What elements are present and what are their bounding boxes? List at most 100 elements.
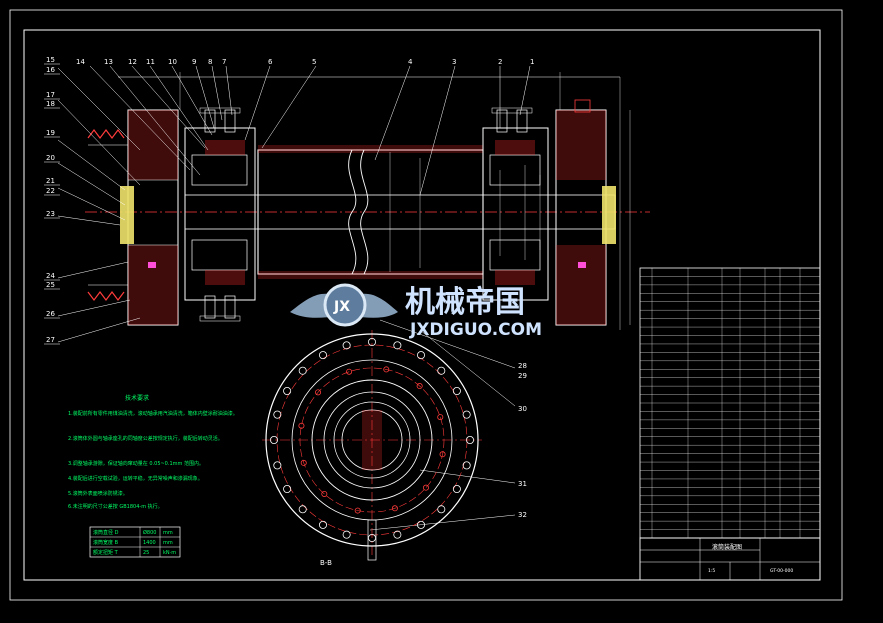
part-number-label: 21 [46, 177, 55, 185]
bolt-hole [321, 490, 328, 497]
bolt-hole [393, 530, 402, 539]
scale-label: 1:5 [708, 568, 715, 574]
bolt-hole [437, 414, 444, 421]
notes-title: 技术要求 [125, 394, 149, 402]
part-number-label: 31 [518, 480, 527, 488]
part-number-label: 27 [46, 336, 55, 344]
bolt-hole [300, 459, 307, 466]
param-row-2-name: 滚筒宽度 B [93, 539, 119, 546]
bolt-hole [383, 366, 390, 373]
bolt-hole [422, 484, 429, 491]
part-number-label: 19 [46, 129, 55, 137]
outer-bolt-circle [269, 337, 474, 543]
notes-line-6: 6.未注明的尺寸公差按 GB1804-m 执行。 [68, 503, 163, 510]
outer-frame [9, 9, 843, 601]
bolt-hole [346, 368, 353, 375]
longitudinal-section [85, 72, 650, 330]
bolt-hole [462, 410, 471, 419]
bolt-hole [283, 484, 292, 493]
part-number-label: 17 [46, 91, 55, 99]
part-number-label: 3 [452, 58, 456, 66]
part-number-label: 26 [46, 310, 55, 318]
part-number-label: 10 [168, 58, 177, 66]
bolt-hole [452, 386, 461, 395]
notes-line-1: 1.装配前所有零件用煤油清洗，滚动轴承用汽油清洗，箱体内壁涂耐油油漆。 [68, 410, 238, 417]
bolt-hole [367, 534, 376, 543]
bolt-hole [416, 520, 425, 529]
part-number-label: 28 [518, 362, 527, 370]
bolt-hole [342, 341, 351, 350]
bolt-hole [439, 451, 446, 458]
param-row-3-value: 25 [143, 550, 149, 556]
end-view [262, 330, 482, 561]
notes-line-2: 2.滚筒体外圆与轴承座孔的同轴度公差按规定执行，装配后转动灵活。 [68, 435, 223, 442]
param-row-1-value: Ø800 [143, 529, 156, 536]
param-row-3-name: 额定扭矩 T [93, 549, 119, 556]
leader-lines [57, 65, 531, 531]
part-number-label: 8 [208, 58, 212, 66]
part-number-label: 20 [46, 154, 55, 162]
part-number-label: 4 [408, 58, 413, 66]
part-number-label: 1 [530, 58, 534, 66]
part-number-label: 2 [498, 58, 502, 66]
part-number-label: 12 [128, 58, 137, 66]
part-number-label: 16 [46, 66, 55, 74]
inner-bolt-circle [298, 366, 446, 514]
param-row-2-value: 1400 [143, 540, 156, 546]
site-logo: JX 机械帝国 JXDIGUO.COM [290, 283, 542, 340]
section-label: B-B [320, 559, 332, 567]
bolt-hole [342, 530, 351, 539]
bolt-hole [437, 366, 446, 375]
param-row-2-unit: mm [163, 540, 173, 546]
bolt-hole [298, 505, 307, 514]
bolt-hole [318, 351, 327, 360]
bolt-hole [462, 461, 471, 470]
notes-line-4: 4.装配后进行空载试验，运转平稳，无异常噪声和渗漏现象。 [68, 475, 203, 482]
bolt-hole [465, 435, 474, 444]
bolt-hole [315, 389, 322, 396]
drawing-title: 滚筒装配图 [712, 543, 742, 551]
notes-line-5: 5.滚筒外表面喷涂防锈漆。 [68, 490, 128, 497]
part-number-label: 23 [46, 210, 55, 218]
bolt-hole [437, 505, 446, 514]
param-row-1-unit: mm [163, 530, 173, 536]
param-row-1-name: 滚筒直径 D [93, 529, 119, 536]
part-number-label: 5 [312, 58, 316, 66]
bolt-hole [318, 520, 327, 529]
bolt-hole [416, 383, 423, 390]
part-number-label: 6 [268, 58, 273, 66]
drawing-number: GT-00-000 [770, 568, 793, 574]
part-number-label: 7 [222, 58, 226, 66]
technical-notes: 技术要求 1.装配前所有零件用煤油清洗，滚动轴承用汽油清洗，箱体内壁涂耐油油漆。… [68, 394, 238, 510]
logo-chinese-name: 机械帝国 [405, 285, 525, 320]
bolt-hole [273, 461, 282, 470]
bolt-hole [298, 422, 305, 429]
bolt-hole [393, 341, 402, 350]
logo-mark: JX [333, 299, 350, 315]
bolt-hole [354, 507, 361, 514]
part-number-label: 15 [46, 56, 55, 64]
part-number-label: 24 [46, 272, 55, 280]
part-number-label: 13 [104, 58, 113, 66]
title-block: 滚筒装配图 1:5 GT-00-000 [639, 537, 821, 581]
part-number-label: 22 [46, 187, 55, 195]
parts-list [639, 267, 821, 539]
part-labels-top: 14 13 12 11 10 9 8 7 6 5 4 3 2 1 [76, 58, 534, 66]
bolt-hole [298, 366, 307, 375]
bolt-hole [452, 484, 461, 493]
part-number-label: 14 [76, 58, 85, 66]
part-number-label: 32 [518, 511, 527, 519]
part-number-label: 30 [518, 405, 527, 413]
bolt-hole [269, 435, 278, 444]
bolt-hole [391, 505, 398, 512]
notes-line-3: 3.调整轴承游隙，保证轴向窜动量在 0.05~0.1mm 范围内。 [68, 460, 204, 467]
part-number-label: 11 [146, 58, 155, 66]
part-number-label: 9 [192, 58, 196, 66]
param-row-3-unit: kN·m [163, 550, 176, 556]
bolt-hole [416, 351, 425, 360]
parameter-table: 滚筒直径 D Ø800 mm 滚筒宽度 B 1400 mm 额定扭矩 T 25 … [89, 526, 181, 558]
bolt-hole [367, 337, 376, 346]
